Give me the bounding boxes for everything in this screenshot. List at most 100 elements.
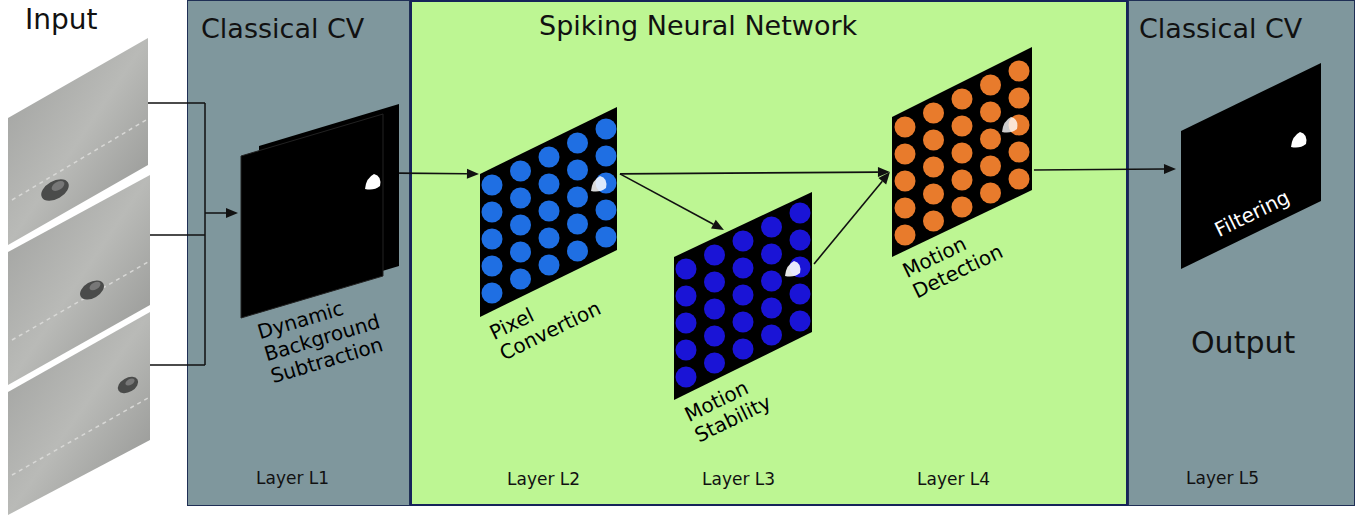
neuron-dot: [567, 214, 588, 235]
neuron-dot: [923, 211, 944, 232]
neuron-dot: [923, 157, 944, 178]
neuron-dot: [482, 175, 503, 196]
neuron-dot: [895, 225, 916, 246]
motion-blob: [365, 174, 380, 190]
neuron-dot: [676, 286, 697, 307]
neuron-dot: [704, 326, 725, 347]
neuron-dot: [567, 160, 588, 181]
neuron-dot: [704, 272, 725, 293]
motion-blob: [1291, 132, 1306, 148]
feature-map: Dynamic Background Subtraction: [233, 96, 408, 396]
neuron-dot: [761, 271, 782, 292]
neuron-dot: [1009, 169, 1030, 190]
feature-map: Filtering: [1176, 56, 1331, 281]
neuron-dot: [596, 119, 617, 140]
neuron-dot: [676, 367, 697, 388]
neuron-dot: [761, 325, 782, 346]
neuron-dot: [482, 256, 503, 277]
band-label: Layer L3: [702, 470, 775, 490]
neuron-dot: [596, 146, 617, 167]
neuron-dot: [733, 312, 754, 333]
process-band: Classical CV Layer L1 Dynamic Background S…: [187, 0, 410, 506]
neuron-dot: [895, 144, 916, 165]
band-label: Layer L5: [1186, 469, 1259, 489]
motion-blob: [785, 261, 800, 277]
neuron-dot: [761, 244, 782, 265]
neuron-dot: [733, 231, 754, 252]
neuron-dot: [923, 130, 944, 151]
neuron-dot: [539, 201, 560, 222]
neuron-dot: [539, 255, 560, 276]
neuron-dot: [510, 269, 531, 290]
neuron-dot: [895, 198, 916, 219]
neuron-dot: [676, 259, 697, 280]
band-label: Spiking Neural Network: [539, 10, 857, 41]
neuron-dot: [539, 228, 560, 249]
neuron-dot: [733, 258, 754, 279]
neuron-dot: [761, 298, 782, 319]
neuron-layer: Motion Detection: [887, 42, 1042, 292]
neuron-dot: [790, 284, 811, 305]
band-label: Classical CV: [201, 13, 364, 44]
process-band: Classical CV Layer L5 Output Filtering: [1128, 0, 1355, 506]
neuron-dot: [952, 116, 973, 137]
neuron-dot: [980, 156, 1001, 177]
neuron-dot: [790, 203, 811, 224]
neuron-dot: [952, 143, 973, 164]
input-label: Input: [25, 4, 98, 36]
neuron-dot: [952, 89, 973, 110]
input-frame: [8, 312, 150, 515]
neuron-dot: [704, 353, 725, 374]
neuron-dot: [980, 102, 1001, 123]
neuron-dot: [980, 129, 1001, 150]
neuron-dot: [1009, 88, 1030, 109]
neuron-dot: [1009, 142, 1030, 163]
band-label: Classical CV: [1139, 13, 1302, 44]
neuron-dot: [539, 174, 560, 195]
neuron-dot: [482, 283, 503, 304]
neuron-dot: [761, 217, 782, 238]
neuron-dot: [510, 242, 531, 263]
neuron-dot: [733, 339, 754, 360]
neuron-dot: [567, 133, 588, 154]
neuron-dot: [790, 230, 811, 251]
band-label: Layer L1: [256, 469, 329, 489]
neuron-layer: Pixel Convertion: [474, 100, 624, 340]
neuron-dot: [510, 161, 531, 182]
neuron-dot: [482, 202, 503, 223]
neuron-dot: [676, 340, 697, 361]
motion-blob: [1002, 117, 1017, 133]
neuron-dot: [596, 227, 617, 248]
neuron-dot: [510, 215, 531, 236]
neuron-dot: [980, 75, 1001, 96]
band-label: Layer L2: [507, 470, 580, 490]
band-label: Output: [1191, 326, 1295, 361]
neuron-dot: [704, 299, 725, 320]
neuron-dot: [567, 241, 588, 262]
neuron-dot: [952, 170, 973, 191]
neuron-dot: [596, 200, 617, 221]
motion-blob: [591, 176, 606, 192]
layer-sheet: [1176, 56, 1331, 281]
neuron-dot: [567, 187, 588, 208]
neuron-dot: [510, 188, 531, 209]
neuron-dot: [923, 103, 944, 124]
neuron-dot: [1009, 61, 1030, 82]
neuron-dot: [980, 183, 1001, 204]
neuron-dot: [482, 229, 503, 250]
neuron-dot: [704, 245, 725, 266]
neuron-dot: [952, 197, 973, 218]
neuron-dot: [733, 285, 754, 306]
neuron-dot: [676, 313, 697, 334]
neuron-layer: Motion Stability: [667, 184, 827, 454]
neuron-dot: [895, 117, 916, 138]
neuron-dot: [790, 311, 811, 332]
neuron-dot: [895, 171, 916, 192]
band-label: Layer L4: [917, 470, 990, 490]
neuron-dot: [923, 184, 944, 205]
snn-band: Spiking Neural NetworkLayer L2 Layer L3 La…: [410, 0, 1128, 506]
neuron-dot: [539, 147, 560, 168]
